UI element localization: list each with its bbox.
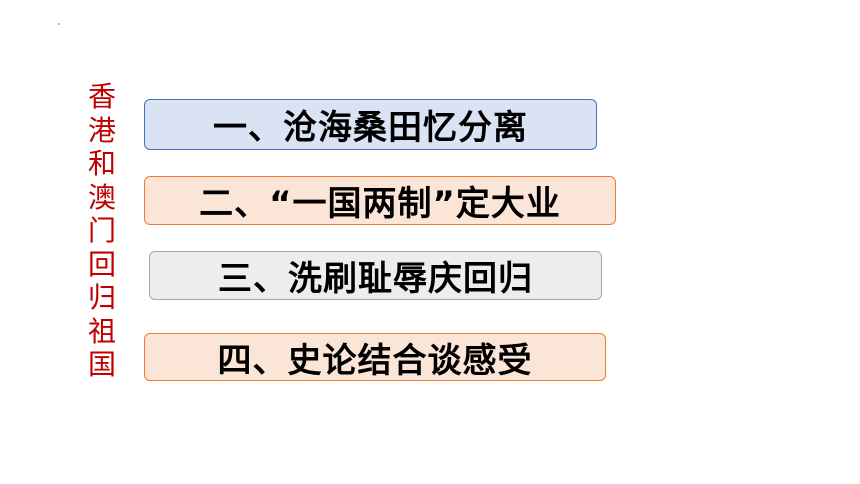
title-char: 和 — [87, 147, 116, 180]
title-char: 回 — [87, 247, 116, 281]
section-4-box[interactable]: 四、史论结合谈感受 — [144, 333, 606, 381]
title-char: 归 — [87, 281, 116, 314]
title-char: 港 — [87, 113, 116, 147]
decorative-dot — [58, 23, 60, 25]
section-2-label: 二、“一国两制”定大业 — [199, 184, 561, 224]
title-char: 国 — [87, 348, 116, 381]
section-2-box[interactable]: 二、“一国两制”定大业 — [144, 176, 616, 225]
section-1-box[interactable]: 一、沧海桑田忆分离 — [144, 99, 597, 150]
section-4-label: 四、史论结合谈感受 — [217, 340, 533, 381]
section-1-label: 一、沧海桑田忆分离 — [213, 108, 528, 148]
vertical-slide-title: 香 港 和 澳 门 回 归 祖 国 — [84, 80, 120, 382]
section-3-box[interactable]: 三、洗刷耻辱庆回归 — [149, 251, 602, 300]
title-char: 祖 — [87, 314, 116, 348]
title-char: 门 — [87, 214, 116, 247]
title-char: 澳 — [87, 180, 116, 214]
title-char: 香 — [87, 80, 116, 113]
section-3-label: 三、洗刷耻辱庆回归 — [218, 259, 533, 299]
